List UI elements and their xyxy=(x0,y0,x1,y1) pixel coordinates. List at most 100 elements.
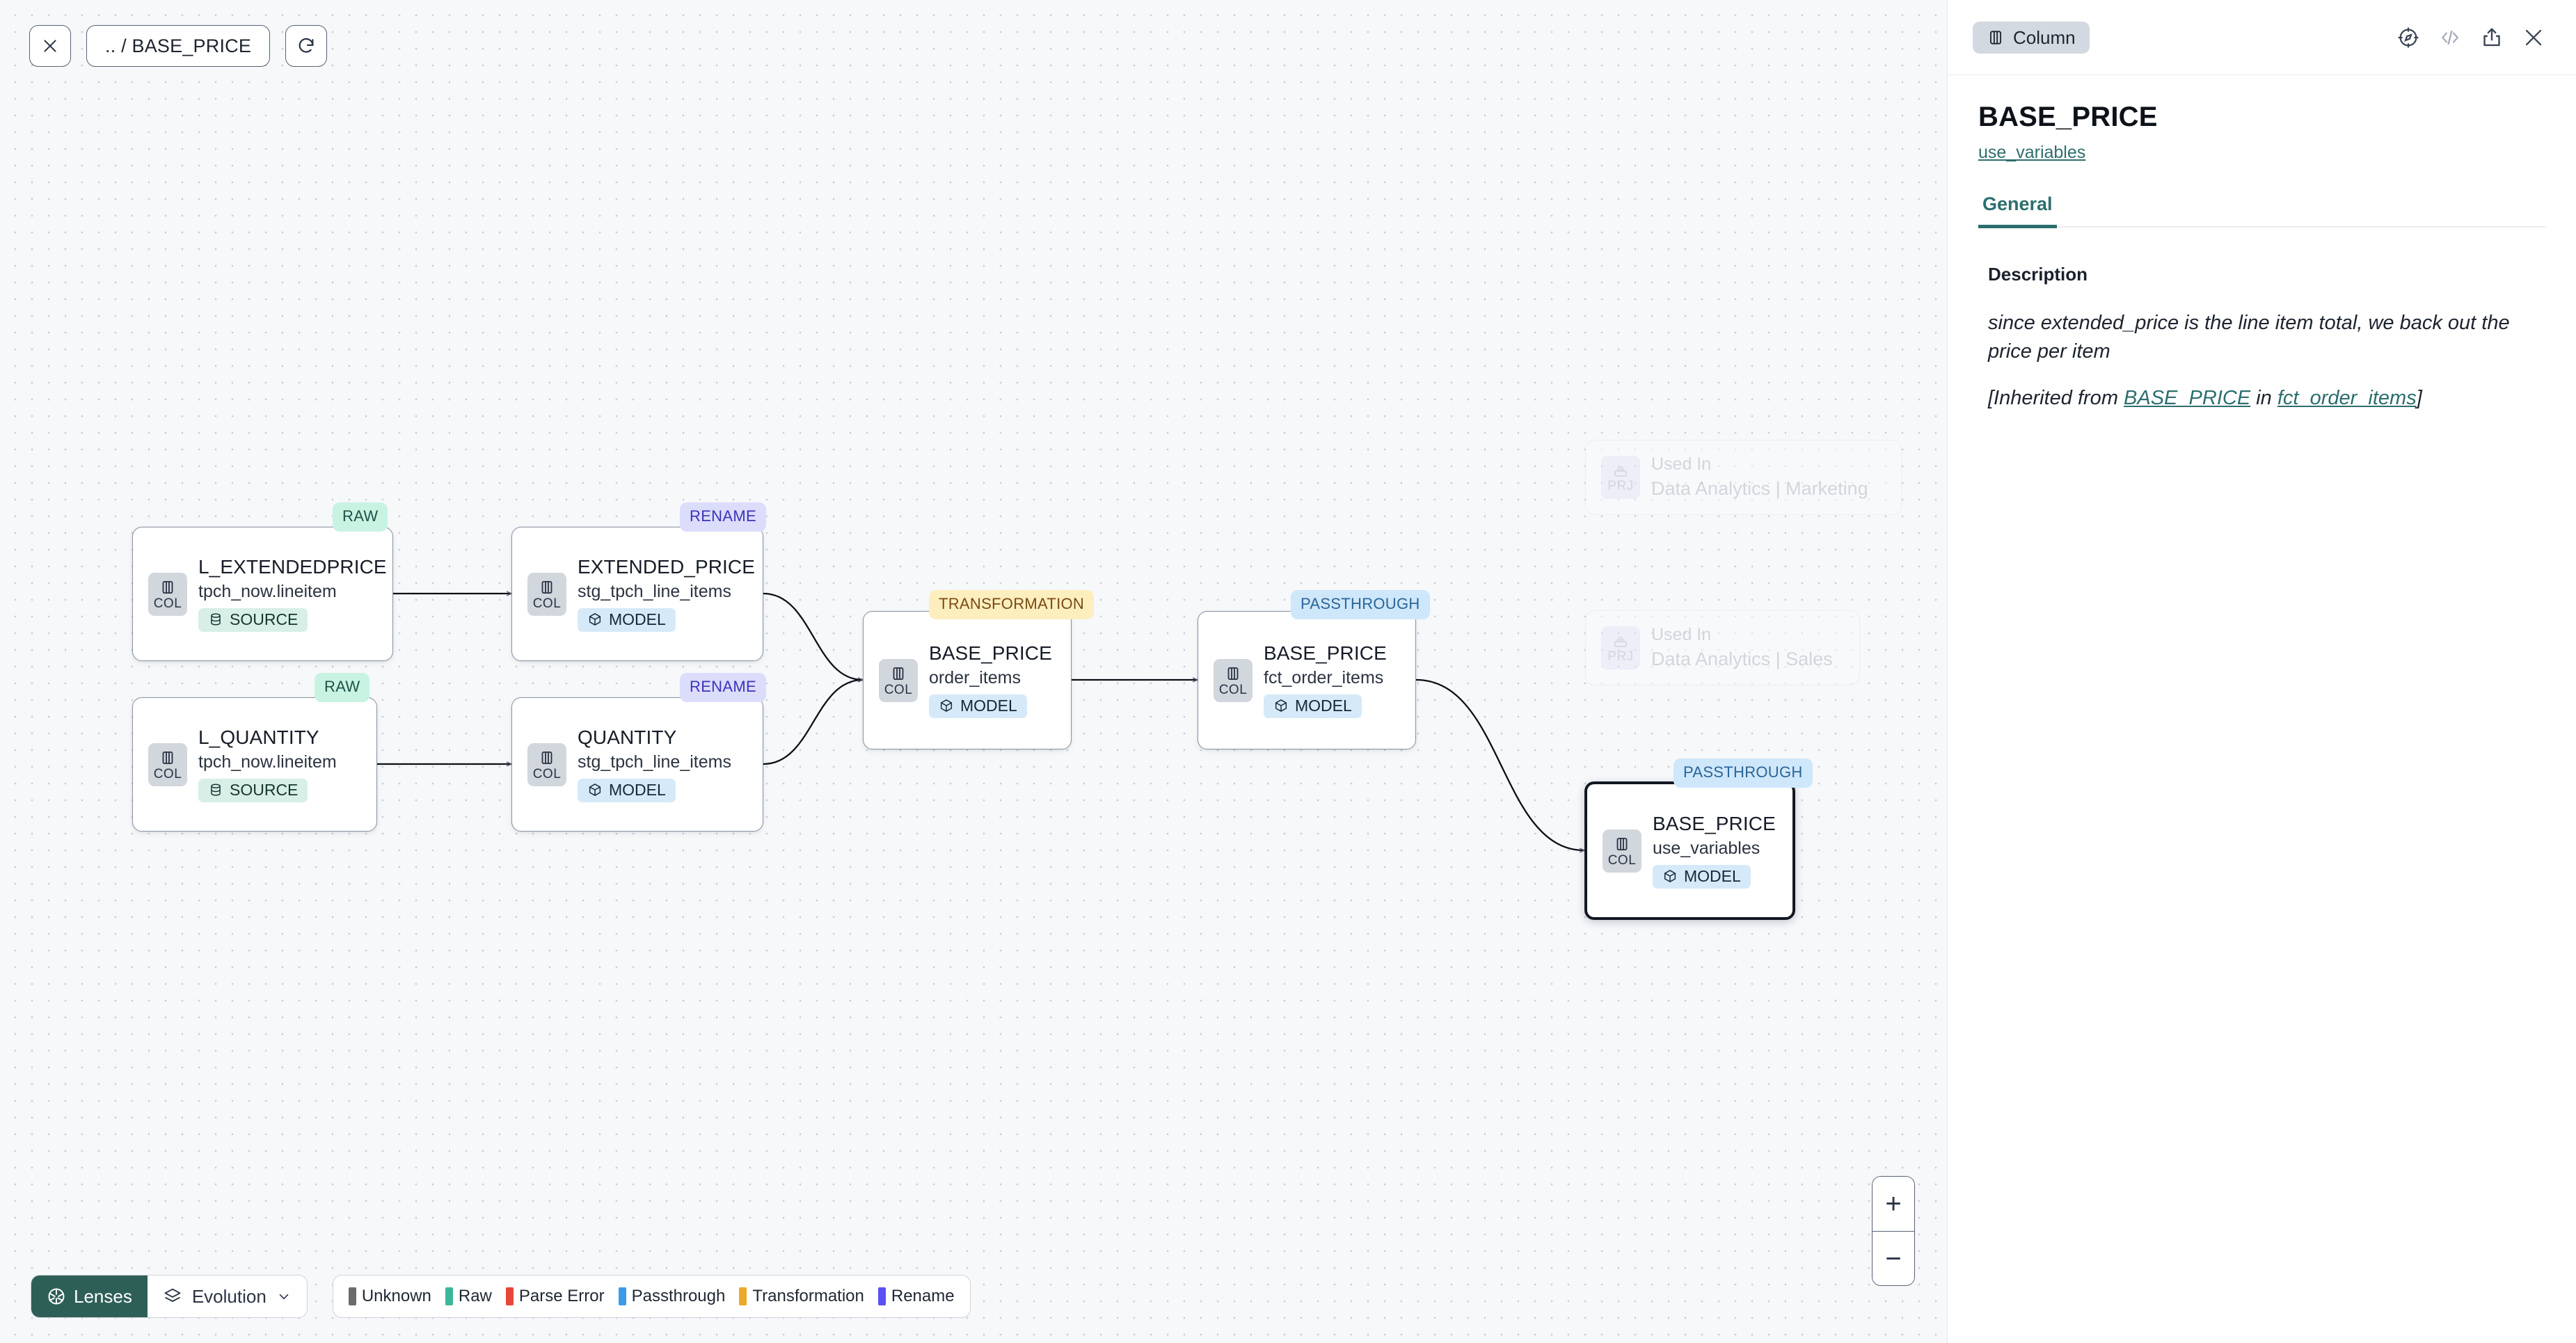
legend-item-unknown[interactable]: Unknown xyxy=(348,1287,431,1306)
legend-label: Raw xyxy=(458,1287,492,1305)
panel-header-actions xyxy=(2396,26,2545,49)
refresh-button[interactable] xyxy=(285,25,328,67)
node-source: use_variables xyxy=(1653,838,1760,858)
layers-icon xyxy=(164,1288,181,1302)
column-type-label: COL xyxy=(1218,682,1248,697)
cube-icon xyxy=(1664,870,1676,882)
legend-swatch xyxy=(618,1287,626,1305)
legend-label: Unknown xyxy=(361,1287,431,1305)
legend-label: Parse Error xyxy=(518,1287,605,1305)
description-section: Description since extended_price is the … xyxy=(1948,228,2576,413)
database-icon xyxy=(211,613,221,626)
column-type-label: COL xyxy=(153,596,182,611)
zoom-out-button[interactable]: − xyxy=(1873,1231,1914,1285)
node-kind-badge: MODEL xyxy=(578,607,676,632)
column-icon xyxy=(162,751,173,764)
node-tag-order_items: TRANSFORMATION xyxy=(929,590,1095,619)
breadcrumb-label: .. / BASE_PRICE xyxy=(105,35,252,56)
node-kind-label: MODEL xyxy=(1295,696,1352,715)
breadcrumb-button[interactable]: .. / BASE_PRICE xyxy=(86,25,271,67)
project-type-label: PRJ xyxy=(1607,649,1634,664)
evolution-label: Evolution xyxy=(191,1285,267,1307)
used-in-name: Data Analytics | Sales xyxy=(1651,648,1833,669)
edge-extendedprice-orderitems xyxy=(763,592,864,683)
column-type-badge: COL xyxy=(527,572,566,616)
node-kind-label: MODEL xyxy=(1684,866,1741,885)
description-text: since extended_price is the line item to… xyxy=(1988,312,2510,363)
lineage-canvas[interactable]: .. / BASE_PRICE xyxy=(0,0,1947,1343)
column-icon xyxy=(1990,30,2001,45)
used-in-name: Data Analytics | Marketing xyxy=(1651,477,1868,499)
page-title: BASE_PRICE xyxy=(1978,102,2158,132)
column-type-label: COL xyxy=(1607,852,1637,868)
node-kind-badge: MODEL xyxy=(1653,864,1751,889)
legend-label: Passthrough xyxy=(631,1287,726,1305)
node-tag-l_quantity: RAW xyxy=(315,673,370,702)
panel-tabs: General xyxy=(1978,193,2545,228)
node-name: L_EXTENDEDPRICE xyxy=(198,556,387,578)
close-icon xyxy=(44,40,56,52)
column-icon xyxy=(1227,667,1239,680)
node-source: stg_tpch_line_items xyxy=(578,581,731,601)
column-type-label: COL xyxy=(884,682,913,697)
node-name: L_QUANTITY xyxy=(198,726,319,749)
node-kind-label: MODEL xyxy=(609,610,666,628)
legend-swatch xyxy=(739,1287,747,1305)
node-kind-label: SOURCE xyxy=(230,610,299,628)
column-icon xyxy=(162,580,173,594)
cube-icon xyxy=(589,784,601,796)
parent-model-link[interactable]: use_variables xyxy=(1978,143,2086,162)
legend-item-parse-error[interactable]: Parse Error xyxy=(505,1287,605,1306)
column-type-badge: COL xyxy=(879,658,918,702)
legend-item-raw[interactable]: Raw xyxy=(445,1287,492,1306)
column-icon xyxy=(541,580,552,594)
inherited-model-link[interactable]: fct_order_items xyxy=(2277,387,2417,410)
inherit-prefix: [Inherited from xyxy=(1988,387,2124,410)
node-tag-fct_order_items: PASSTHROUGH xyxy=(1291,590,1430,619)
explore-icon[interactable] xyxy=(2396,26,2420,49)
node-source: stg_tpch_line_items xyxy=(578,752,731,772)
legend-item-rename[interactable]: Rename xyxy=(877,1287,955,1306)
zoom-in-button[interactable]: + xyxy=(1873,1177,1914,1231)
column-type-badge: COL xyxy=(1214,658,1253,702)
evolution-dropdown[interactable]: Evolution xyxy=(147,1276,307,1317)
close-panel-icon[interactable] xyxy=(2522,26,2545,49)
used-in-card-marketing[interactable]: PRJ Used In Data Analytics | Marketing xyxy=(1585,440,1902,515)
project-icon xyxy=(1614,637,1627,647)
zoom-controls: + − xyxy=(1872,1176,1915,1286)
tab-general[interactable]: General xyxy=(1978,193,2057,228)
node-tag-extended_price: RENAME xyxy=(680,502,766,532)
project-type-badge: PRJ xyxy=(1601,456,1640,499)
used-in-card-sales[interactable]: PRJ Used In Data Analytics | Sales xyxy=(1585,610,1860,685)
legend-item-passthrough[interactable]: Passthrough xyxy=(618,1287,726,1306)
share-icon[interactable] xyxy=(2480,26,2504,49)
lenses-button[interactable]: Lenses xyxy=(31,1276,148,1317)
details-panel-header: Column xyxy=(1948,0,2576,75)
legend-item-transformation[interactable]: Transformation xyxy=(739,1287,864,1306)
node-tag-l_extendedprice: RAW xyxy=(333,502,388,532)
edge-fctorderitems-usevariables xyxy=(1415,678,1586,853)
inherited-column-link[interactable]: BASE_PRICE xyxy=(2124,387,2251,410)
node-tag-quantity: RENAME xyxy=(680,673,766,702)
database-icon xyxy=(211,784,221,796)
column-icon xyxy=(893,667,904,680)
edge-quantity-orderitems xyxy=(763,677,864,765)
node-kind-badge: MODEL xyxy=(1264,694,1362,718)
column-type-badge: COL xyxy=(148,742,187,786)
close-lineage-button[interactable] xyxy=(29,25,71,67)
node-tag-use_variables: PASSTHROUGH xyxy=(1673,758,1813,788)
lenses-group: Lenses Evolution xyxy=(31,1275,308,1318)
node-kind-label: SOURCE xyxy=(230,780,299,799)
inherit-mid: in xyxy=(2250,387,2277,410)
code-icon[interactable] xyxy=(2438,26,2462,49)
node-kind-badge: SOURCE xyxy=(198,778,308,802)
lenses-label: Lenses xyxy=(74,1285,132,1307)
entity-type-chip: Column xyxy=(1973,21,2090,54)
